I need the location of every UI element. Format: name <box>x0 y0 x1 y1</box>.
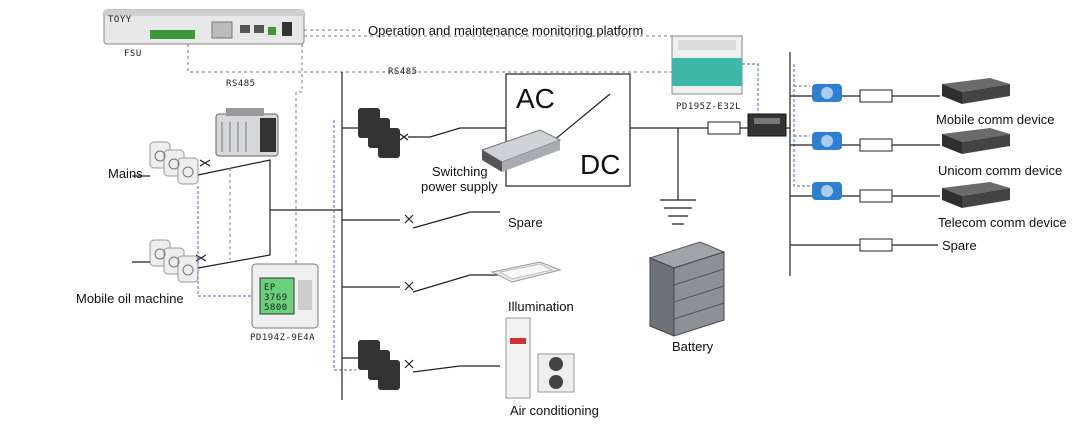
rs485-label-mid: RS485 <box>388 67 418 77</box>
switching-psu-module <box>480 129 562 172</box>
ct-meter-link <box>197 186 252 297</box>
telecom-comm-label: Telecom comm device <box>938 215 1067 230</box>
right-sensor-link <box>793 64 812 187</box>
meter-display-line1: EP <box>264 283 276 293</box>
fsu-link-left <box>295 44 303 270</box>
mains-ct-group <box>149 141 199 185</box>
fsu-link-top <box>187 44 681 73</box>
battery-label: Battery <box>672 339 714 354</box>
branch-illumination <box>342 274 500 293</box>
meter-shunt-link <box>742 63 759 114</box>
telecom-comm-device <box>942 182 1010 208</box>
mains-label: Mains <box>108 166 143 181</box>
switching-label-line1: Switching <box>432 164 488 179</box>
oil-wire <box>197 210 271 269</box>
fuse-telecom <box>859 189 893 203</box>
fsu-brand-text: TOYY <box>108 15 132 25</box>
fsu-unit: TOYY <box>103 9 305 45</box>
fuse-unicom <box>859 138 893 152</box>
fuse-spare <box>859 238 893 252</box>
ac-label: AC <box>516 83 555 114</box>
dc-shunt <box>747 113 787 137</box>
fuse-mobile <box>859 89 893 103</box>
sensor-unicom <box>812 132 842 150</box>
pd195z-meter <box>671 35 743 95</box>
platform-label: Operation and maintenance monitoring pla… <box>368 23 643 38</box>
air-conditioning-label: Air conditioning <box>510 403 599 418</box>
spare-right-label: Spare <box>942 238 977 253</box>
mobile-oil-label: Mobile oil machine <box>76 291 184 306</box>
ct-top-group <box>358 108 400 158</box>
unicom-comm-device <box>942 128 1010 154</box>
battery-tap <box>660 128 696 225</box>
unicom-comm-label: Unicom comm device <box>938 163 1062 178</box>
meter-display-line3: 5800 <box>264 303 288 313</box>
ct-bottom-group <box>358 340 400 390</box>
mobile-comm-label: Mobile comm device <box>936 112 1055 127</box>
mobile-comm-device <box>942 78 1010 104</box>
pd194z-label: PD194Z-9E4A <box>250 333 315 343</box>
illumination-label: Illumination <box>508 299 574 314</box>
sensor-telecom <box>812 182 842 200</box>
switching-label-line2: power supply <box>421 179 498 194</box>
meter-display-line2: 3769 <box>264 293 288 303</box>
dc-label: DC <box>580 149 620 180</box>
rs485-label-left: RS485 <box>226 79 256 89</box>
fsu-label: FSU <box>124 49 142 59</box>
spare-mid-label: Spare <box>508 215 543 230</box>
air-conditioner <box>505 317 575 399</box>
mains-breaker <box>199 159 211 167</box>
mid-ct-link <box>333 120 356 371</box>
ats-device <box>215 108 279 157</box>
branch-ac <box>342 357 500 373</box>
sensor-mobile <box>812 84 842 102</box>
mains-wire <box>197 159 271 210</box>
right-sensor-stubs <box>794 85 810 137</box>
branch-psu <box>342 127 510 141</box>
illumination-fixture <box>490 261 562 283</box>
pd195z-label: PD195Z-E32L <box>676 102 741 112</box>
pd194z-meter: EP 3769 5800 <box>251 263 319 329</box>
dc-fuse <box>707 121 741 135</box>
acdc-converter-box: AC DC <box>505 73 631 187</box>
branch-spare <box>342 211 500 229</box>
oil-ct-group <box>149 239 199 283</box>
battery-bank <box>648 241 726 337</box>
